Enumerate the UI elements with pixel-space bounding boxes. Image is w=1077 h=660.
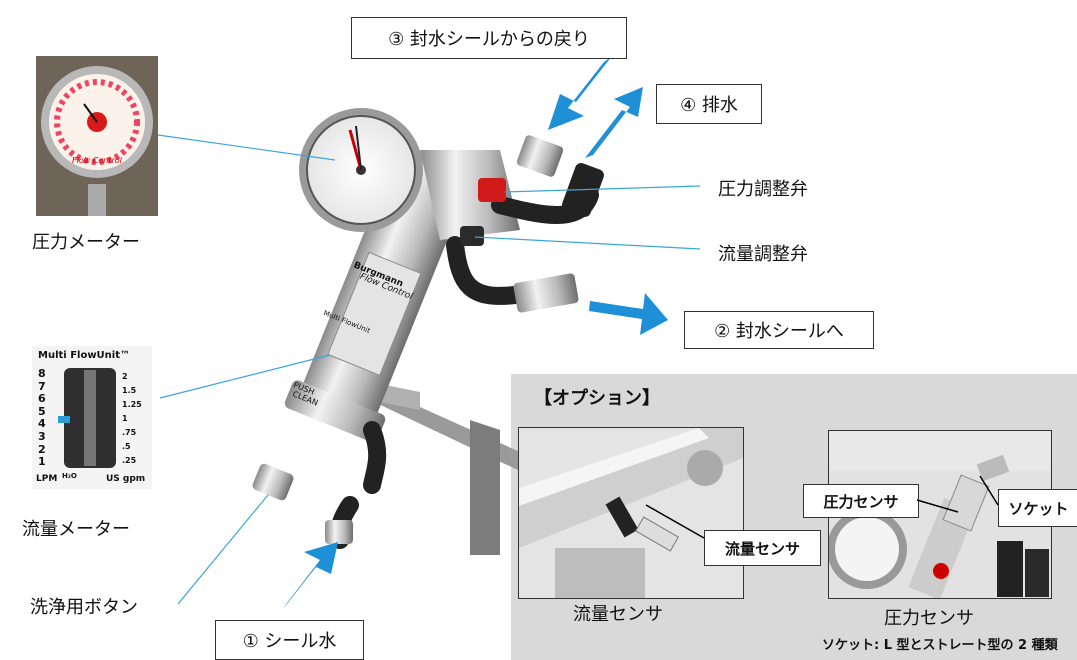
option-title: 【オプション】 xyxy=(534,388,660,409)
arrow-to-seal xyxy=(589,293,668,335)
arrow-return xyxy=(548,56,612,130)
label-seal-water: ① シール水 xyxy=(215,620,364,660)
arrow-seal-water xyxy=(283,542,338,609)
flowunit-h2o: H₂O xyxy=(62,472,77,480)
flow-sensor-tag: 流量センサ xyxy=(704,530,821,566)
device-pressure-gauge xyxy=(299,108,423,232)
left-tick: 8 xyxy=(38,367,46,380)
label-return-seal: ③ 封水シールからの戻り xyxy=(351,17,627,59)
gauge-brand-text: Flow Control xyxy=(72,156,122,165)
left-tick: 2 xyxy=(38,442,46,456)
socket-tag: ソケット xyxy=(998,489,1077,527)
arrow-drain xyxy=(585,87,643,158)
left-tick: 4 xyxy=(38,417,46,431)
socket-note: ソケット: L 型とストレート型の 2 種類 xyxy=(822,638,1058,653)
left-tick: 7 xyxy=(38,379,46,393)
right-tick: .25 xyxy=(122,456,137,465)
left-tick: 5 xyxy=(38,404,46,418)
flow-meter-photo: Multi FlowUnit™ 8 7 6 5 4 3 2 1 2 1.5 1.… xyxy=(32,346,152,489)
label-flow-meter: 流量メーター xyxy=(22,519,130,540)
wash-button-part xyxy=(252,463,294,501)
left-tick: 3 xyxy=(38,429,46,443)
label-flow-valve: 流量調整弁 xyxy=(718,244,808,265)
pressure-sensor-tag: 圧力センサ xyxy=(803,484,919,518)
flowunit-title: Multi FlowUnit™ xyxy=(38,350,131,361)
label-wash-button: 洗浄用ボタン xyxy=(30,597,138,618)
label-pressure-meter: 圧力メーター xyxy=(32,232,140,253)
pressure-meter-photo: Flow Control xyxy=(36,56,158,216)
inlet-elbow xyxy=(325,496,359,549)
pressure-valve-knob xyxy=(478,178,506,202)
flowunit-usgpm: US gpm xyxy=(106,474,146,484)
pressure-sensor-caption: 圧力センサ xyxy=(884,608,974,629)
label-drain: ④ 排水 xyxy=(656,84,762,124)
right-tick: 1 xyxy=(122,414,128,423)
label-to-seal: ② 封水シールへ xyxy=(684,311,874,349)
right-tick: 1.25 xyxy=(122,400,142,409)
right-tick: .75 xyxy=(122,428,137,437)
right-tick: 2 xyxy=(122,372,128,381)
flowunit-indicator xyxy=(58,416,70,423)
left-tick: 6 xyxy=(38,392,46,406)
flow-sensor-caption: 流量センサ xyxy=(573,604,663,625)
label-pressure-valve: 圧力調整弁 xyxy=(718,179,808,200)
left-tick: 1 xyxy=(38,455,46,469)
flow-sensor-photo xyxy=(518,427,744,599)
upper-block xyxy=(420,150,520,240)
flowunit-lpm: LPM xyxy=(36,474,58,484)
flow-valve-knob xyxy=(460,226,484,246)
right-tick: .5 xyxy=(122,442,131,451)
right-tick: 1.5 xyxy=(122,386,137,395)
manifold-body xyxy=(284,147,472,443)
return-fitting xyxy=(516,135,564,177)
flowunit-tube xyxy=(64,368,116,468)
leader-lines xyxy=(157,134,701,605)
outlet-fitting xyxy=(513,273,579,313)
